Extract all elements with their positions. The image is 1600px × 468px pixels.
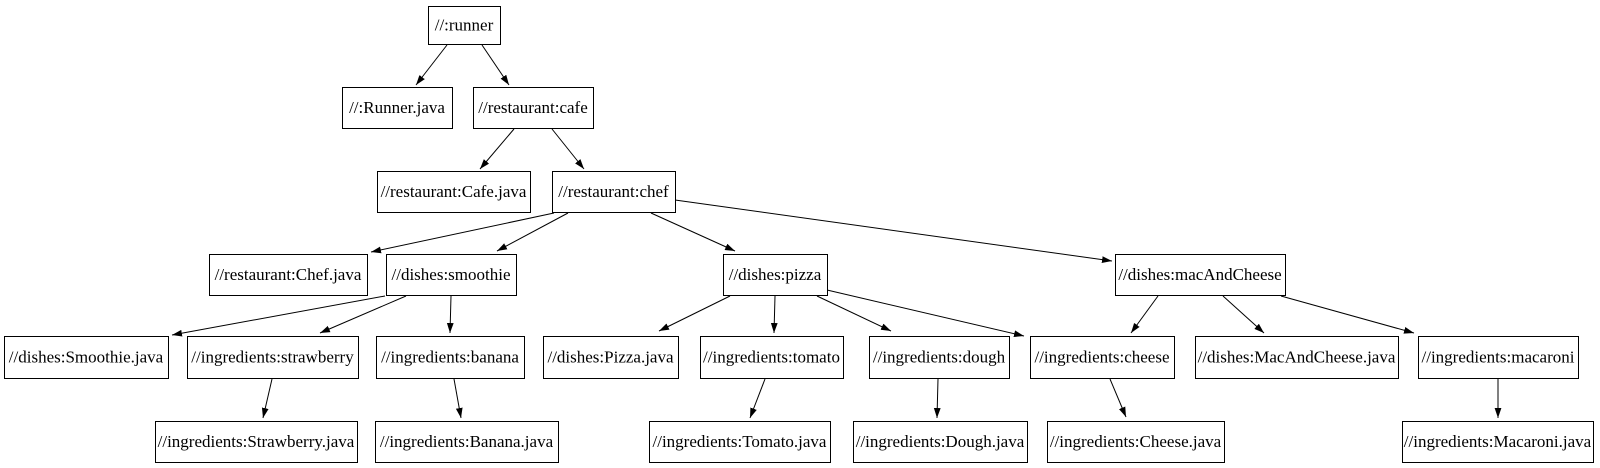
node-label-strawberry: //ingredients:strawberry [191,348,354,367]
node-box-macaroni-java [1402,421,1594,463]
node-box-cheese-java [1047,421,1225,463]
graph-node-cafe-java: //restaurant:Cafe.java [377,171,531,213]
edge-pizza-to-pizza-java [658,295,731,332]
graph-node-banana-java: //ingredients:Banana.java [375,421,559,463]
node-label-strawberry-java: //ingredients:Strawberry.java [158,432,355,451]
node-label-dough-java: //ingredients:Dough.java [856,432,1025,451]
node-box-smoothie [386,254,517,296]
node-box-chef [552,171,676,213]
graph-node-chef: //restaurant:chef [552,171,676,213]
node-label-cheese: //ingredients:cheese [1034,348,1169,367]
graph-node-smoothie-java: //dishes:Smoothie.java [4,336,169,379]
node-label-macaroni: //ingredients:macaroni [1422,348,1575,367]
edge-pizza-to-tomato [770,295,778,334]
node-box-dough-java [853,421,1028,463]
edge-chef-to-pizza [650,212,736,252]
edge-cheese-to-cheese-java [1109,378,1127,418]
node-label-mac-java: //dishes:MacAndCheese.java [1198,348,1396,367]
node-label-cafe-java: //restaurant:Cafe.java [381,182,527,201]
graph-node-chef-java: //restaurant:Chef.java [209,254,368,296]
graph-node-macaroni: //ingredients:macaroni [1418,336,1579,379]
edge-cafe-to-chef [551,128,585,170]
graph-node-cheese: //ingredients:cheese [1030,336,1175,379]
node-label-chef: //restaurant:chef [558,182,669,201]
node-label-tomato-java: //ingredients:Tomato.java [653,432,827,451]
graph-node-mac-java: //dishes:MacAndCheese.java [1195,336,1399,379]
graph-node-runner: //:runner [428,6,501,45]
node-box-macaroni [1418,336,1579,379]
node-box-mac-and-cheese [1115,254,1286,296]
edge-banana-to-banana-java [453,378,463,419]
node-label-macaroni-java: //ingredients:Macaroni.java [1404,432,1592,451]
edge-chef-to-chef-java [370,212,555,254]
node-label-tomato: //ingredients:tomato [703,348,840,367]
graph-node-runner-java: //:Runner.java [342,87,453,129]
graph-node-cheese-java: //ingredients:Cheese.java [1047,421,1225,463]
edge-mac-and-cheese-to-cheese [1130,295,1159,334]
node-label-runner-java: //:Runner.java [349,98,445,117]
node-box-cafe-java [377,171,531,213]
edge-runner-to-cafe [481,44,510,86]
node-box-mac-java [1195,336,1399,379]
node-box-runner-java [342,87,453,129]
node-box-chef-java [209,254,368,296]
node-label-cheese-java: //ingredients:Cheese.java [1050,432,1222,451]
node-box-smoothie-java [4,336,169,379]
edge-pizza-to-cheese [826,289,1025,338]
graph-node-tomato-java: //ingredients:Tomato.java [649,421,831,463]
edge-chef-to-mac-and-cheese [674,199,1113,263]
graph-node-cafe: //restaurant:cafe [473,87,594,129]
node-label-mac-and-cheese: //dishes:macAndCheese [1118,265,1281,284]
node-label-smoothie-java: //dishes:Smoothie.java [9,348,164,367]
node-label-smoothie: //dishes:smoothie [392,265,511,284]
node-label-banana-java: //ingredients:Banana.java [380,432,554,451]
graph-node-dough-java: //ingredients:Dough.java [853,421,1028,463]
edge-dough-to-dough-java [933,378,941,419]
node-box-strawberry-java [155,421,358,463]
edge-smoothie-to-banana [446,295,454,334]
node-box-banana-java [375,421,559,463]
node-box-pizza [723,254,828,296]
node-label-pizza-java: //dishes:Pizza.java [547,348,674,367]
graph-node-pizza-java: //dishes:Pizza.java [543,336,679,379]
node-box-cheese [1030,336,1175,379]
edge-mac-and-cheese-to-mac-java [1222,295,1265,334]
graph-node-mac-and-cheese: //dishes:macAndCheese [1115,254,1286,296]
edges-layer [171,44,1502,419]
graph-node-tomato: //ingredients:tomato [700,336,844,379]
node-label-pizza: //dishes:pizza [729,265,822,284]
graph-node-pizza: //dishes:pizza [723,254,828,296]
edge-cafe-to-cafe-java [479,128,515,170]
nodes-layer: //:runner //:Runner.java //restaurant:cafe… [4,6,1594,463]
node-label-runner: //:runner [435,16,494,35]
edge-runner-to-runner-java [415,44,448,86]
edge-mac-and-cheese-to-macaroni [1280,295,1415,334]
graph-node-strawberry: //ingredients:strawberry [187,336,359,379]
edge-smoothie-to-strawberry [319,295,407,334]
node-label-banana: //ingredients:banana [381,348,519,367]
node-box-runner [428,6,501,45]
graph-node-strawberry-java: //ingredients:Strawberry.java [155,421,358,463]
node-label-dough: //ingredients:dough [873,348,1006,367]
node-box-tomato-java [649,421,831,463]
graph-node-macaroni-java: //ingredients:Macaroni.java [1402,421,1594,463]
node-box-strawberry [187,336,359,379]
node-box-dough [869,336,1010,379]
graph-node-smoothie: //dishes:smoothie [386,254,517,296]
edge-strawberry-to-strawberry-java [261,378,273,419]
node-box-banana [376,336,525,379]
node-box-tomato [700,336,844,379]
graph-node-dough: //ingredients:dough [869,336,1010,379]
edge-pizza-to-dough [816,295,892,332]
edge-tomato-to-tomato-java [749,378,766,419]
node-label-chef-java: //restaurant:Chef.java [215,265,362,284]
graph-node-banana: //ingredients:banana [376,336,525,379]
node-box-pizza-java [543,336,679,379]
node-box-cafe [473,87,594,129]
edge-chef-to-smoothie [496,212,569,252]
edge-smoothie-to-smoothie-java [171,295,386,337]
node-label-cafe: //restaurant:cafe [478,98,588,117]
